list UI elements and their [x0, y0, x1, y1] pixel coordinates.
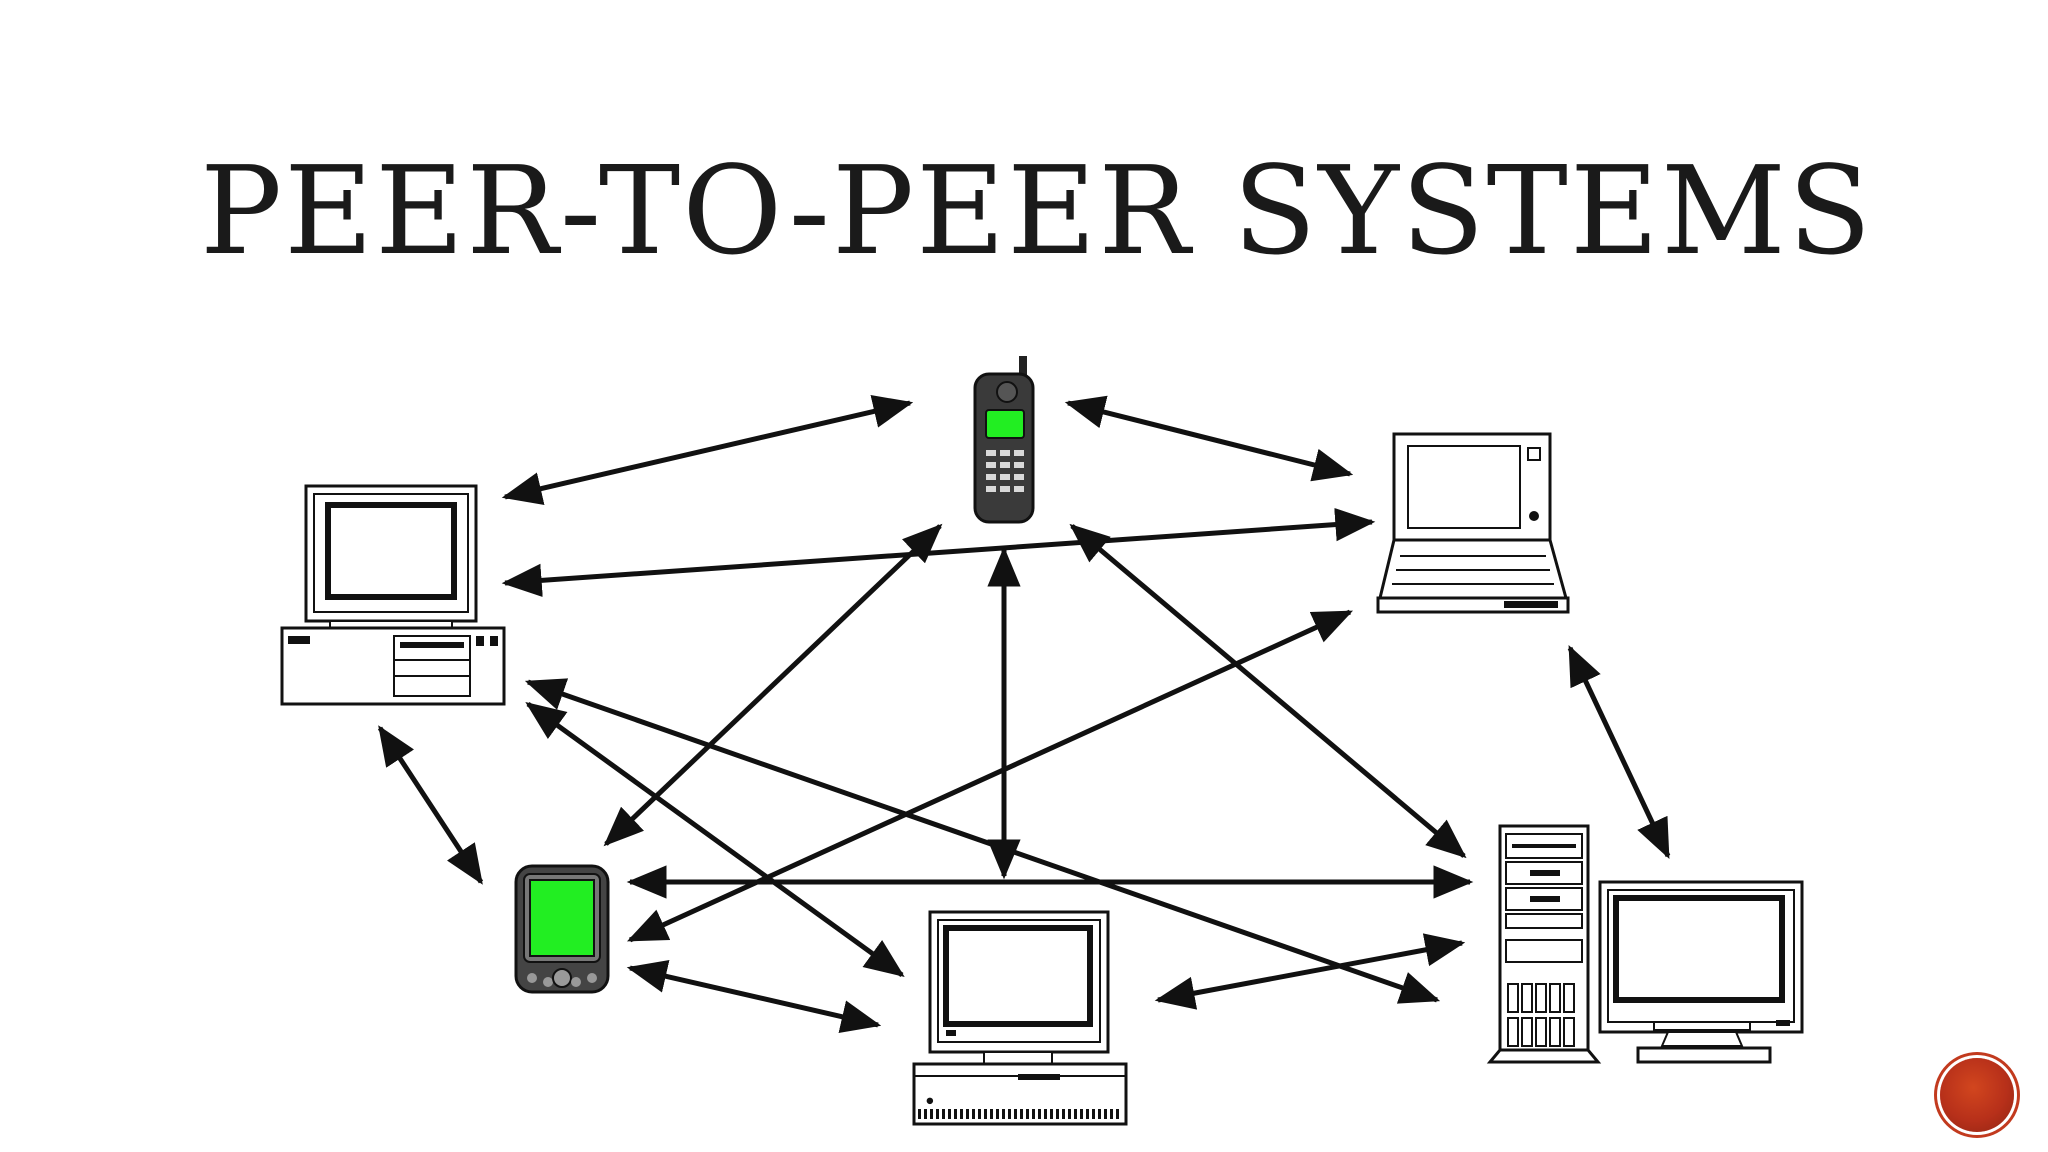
- link-phone-to-laptop: [1064, 395, 1354, 482]
- slide-title: PEER-TO-PEER SYSTEMS: [200, 140, 1874, 282]
- pda-icon: [514, 864, 610, 994]
- phone-screen: [985, 409, 1025, 439]
- link-desktop-bottom-to-tower: [1154, 933, 1466, 1010]
- cell-phone-icon: [973, 356, 1035, 524]
- connections: [377, 395, 1671, 1034]
- link-desktop-left-to-phone: [501, 395, 914, 505]
- link-laptop-to-tower: [1567, 644, 1671, 860]
- link-desktop-left-to-laptop: [501, 507, 1376, 598]
- laptop-icon: [1376, 432, 1570, 614]
- link-pda-to-desktop-bottom: [626, 959, 882, 1034]
- link-desktop-left-to-pda: [377, 725, 484, 885]
- desktop-computer-icon: ⚫: [912, 910, 1128, 1126]
- link-laptop-to-pda: [626, 609, 1354, 943]
- slide-nav-button[interactable]: [1940, 1058, 2014, 1132]
- svg-text:⚫: ⚫: [924, 1094, 936, 1110]
- desktop-computer-icon: [280, 484, 506, 706]
- pda-screen: [529, 879, 595, 957]
- tower-workstation-icon: [1486, 824, 1804, 1064]
